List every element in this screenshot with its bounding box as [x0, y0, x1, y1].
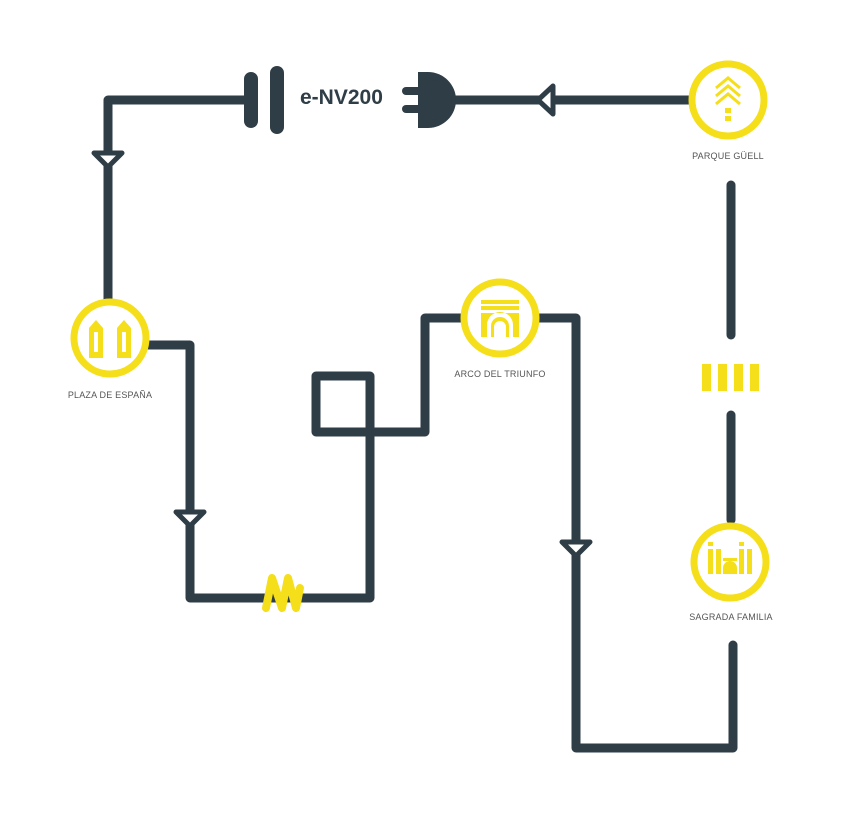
stop-sagrada-familia[interactable] [690, 522, 770, 602]
arrow-down-icon [559, 539, 593, 559]
stop-label-parque-guell: PARQUE GÜELL [692, 151, 764, 161]
stop-label-plaza-de-espana: PLAZA DE ESPAÑA [67, 390, 153, 400]
stop-label-sagrada-familia: SAGRADA FAMILIA [689, 612, 773, 622]
arrow-down-icon [91, 150, 125, 170]
route-plaza-to-square [143, 313, 467, 603]
stop-label-arco-del-triunfo: ARCO DEL TRIUNFO [454, 369, 546, 379]
route-top-left [103, 95, 255, 305]
arrow-left-icon [535, 83, 556, 117]
arrow-down-icon [173, 509, 207, 529]
route-arco-to-sagrada [533, 313, 738, 753]
battery-bars-icon [702, 364, 759, 391]
resistor-icon [262, 574, 304, 612]
stop-arco-del-triunfo[interactable] [460, 278, 540, 358]
stop-parque-guell[interactable] [688, 60, 768, 140]
capacitor-icon [244, 66, 284, 134]
towers-icon [89, 320, 131, 358]
cathedral-icon [708, 542, 752, 574]
vehicle-label: e-NV200 [300, 86, 383, 109]
plug-icon [402, 72, 456, 128]
stop-plaza-de-espana[interactable] [70, 298, 150, 378]
arch-icon [481, 300, 519, 337]
park-icon [715, 76, 741, 121]
